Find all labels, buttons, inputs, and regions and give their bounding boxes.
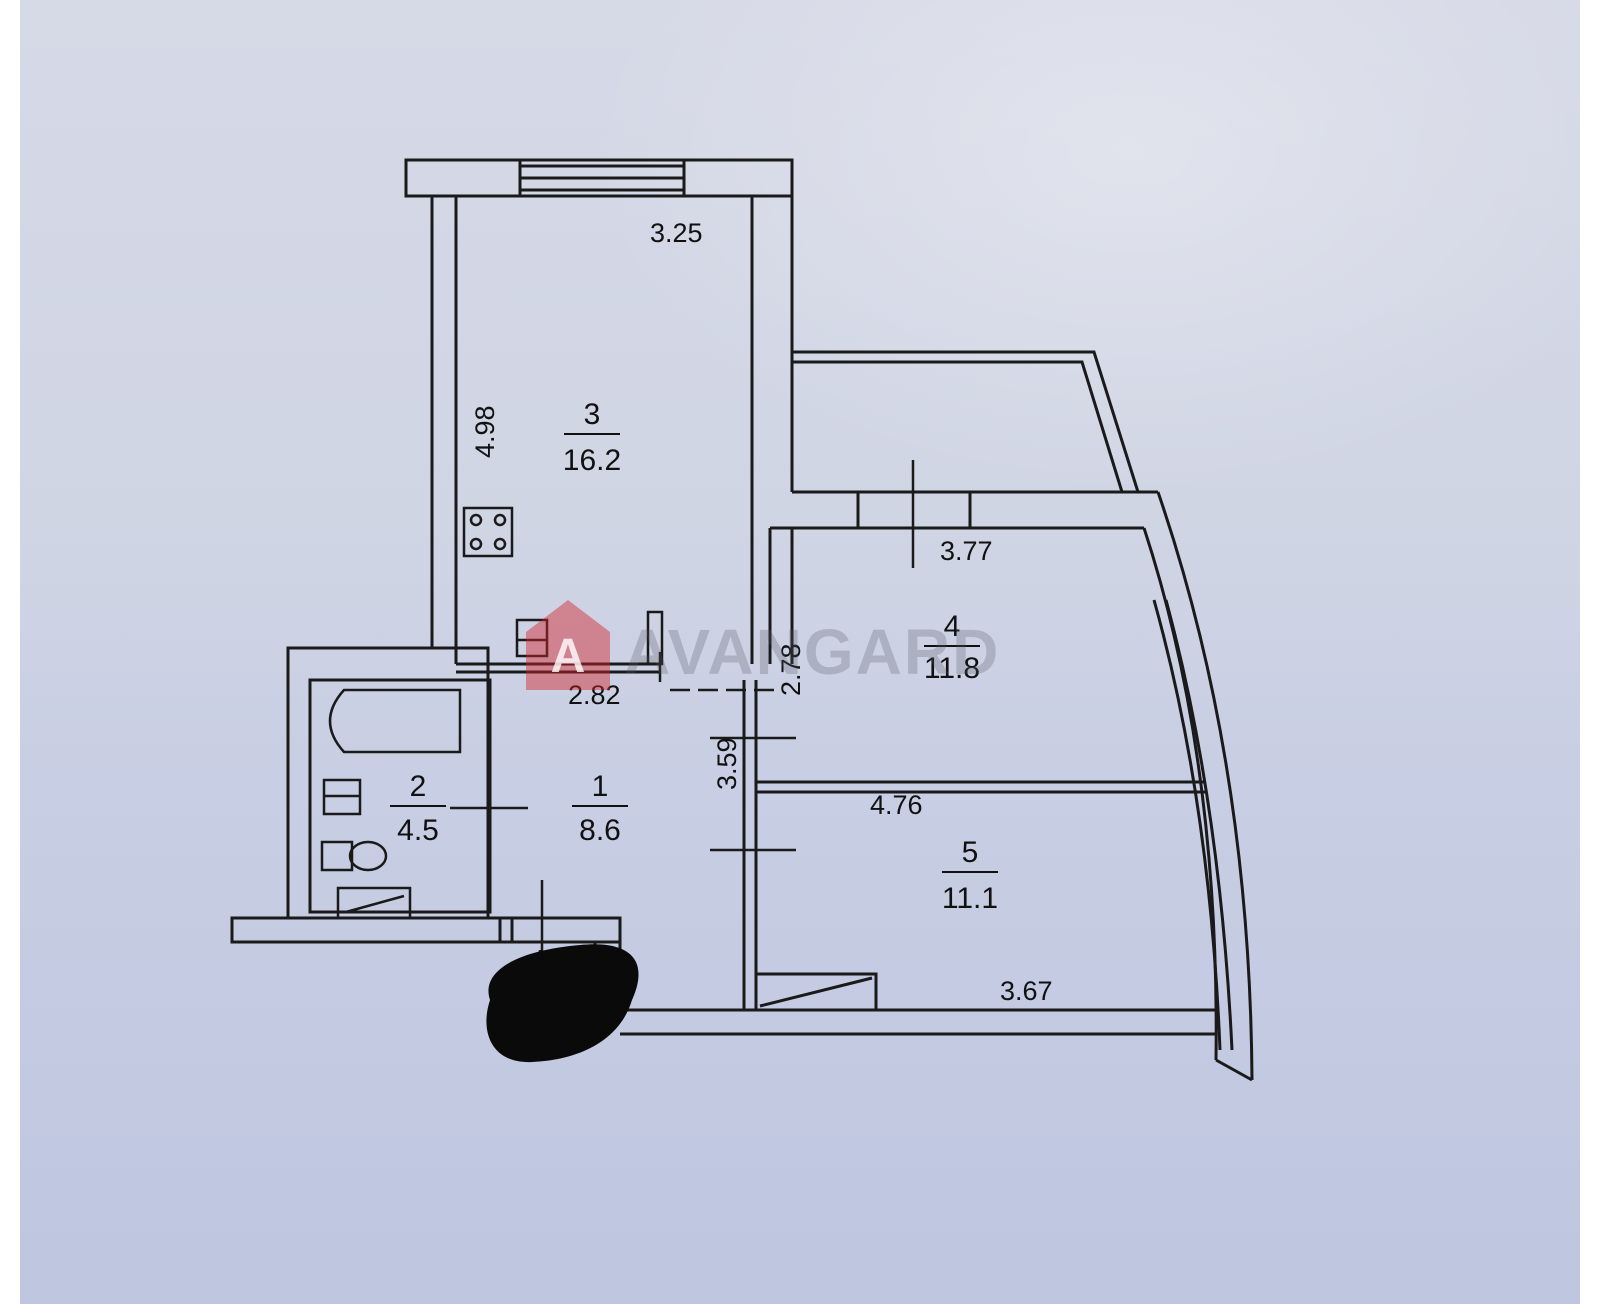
- room-area: 16.2: [563, 444, 621, 477]
- toilet-icon: [320, 840, 388, 872]
- dim-hall-width: 2.82: [568, 680, 621, 710]
- bathroom-walls: [286, 646, 490, 920]
- room-4-label: 4 11.8: [924, 610, 980, 685]
- stove-icon: [462, 506, 514, 558]
- avangard-logo-icon: A: [526, 600, 610, 690]
- room-number: 1: [592, 770, 609, 803]
- room-area: 11.1: [942, 882, 998, 915]
- room-2-label: 2 4.5: [390, 770, 446, 847]
- room-5-label: 5 11.1: [942, 836, 998, 915]
- dim-kitchen-length: 4.98: [470, 405, 500, 458]
- watermark-text: AVANGARD: [624, 616, 1000, 688]
- floor-plan: 3 16.2 2 4.5 1 8.6 4 11.8 5 11.1 3.25 4.…: [230, 158, 1254, 1082]
- floor-plan-photo: 3 16.2 2 4.5 1 8.6 4 11.8 5 11.1 3.25 4.…: [20, 0, 1580, 1304]
- washbasin-icon: [322, 778, 362, 816]
- watermark: A AVANGARD: [526, 600, 1000, 690]
- dim-hall-length: 3.59: [712, 737, 742, 790]
- laundry-icon: [336, 886, 412, 920]
- walls: [230, 158, 1254, 1082]
- fixtures: [320, 506, 664, 920]
- bathtub-icon: [328, 688, 462, 754]
- room-area: 11.8: [924, 652, 980, 685]
- redaction-blot: [486, 944, 639, 1063]
- room-number: 3: [584, 398, 601, 431]
- room-3-label: 3 16.2: [563, 398, 621, 477]
- dim-room4-width: 3.77: [940, 536, 993, 566]
- room-1-label: 1 8.6: [572, 770, 628, 847]
- dim-room5-bottom: 3.67: [1000, 976, 1053, 1006]
- sink-icon: [515, 618, 549, 658]
- room-area: 8.6: [579, 814, 621, 847]
- fridge-icon: [646, 610, 664, 666]
- dim-kitchen-width: 3.25: [650, 218, 703, 248]
- dim-room4-depth: 2.78: [776, 643, 806, 696]
- door-marks: [450, 460, 915, 990]
- room-area: 4.5: [397, 814, 439, 847]
- kitchen-top-wall: [404, 158, 794, 198]
- svg-text:A: A: [551, 630, 586, 683]
- room-number: 5: [962, 836, 979, 869]
- room-number: 4: [944, 610, 961, 643]
- dim-room5-width: 4.76: [870, 790, 923, 820]
- room-number: 2: [410, 770, 427, 803]
